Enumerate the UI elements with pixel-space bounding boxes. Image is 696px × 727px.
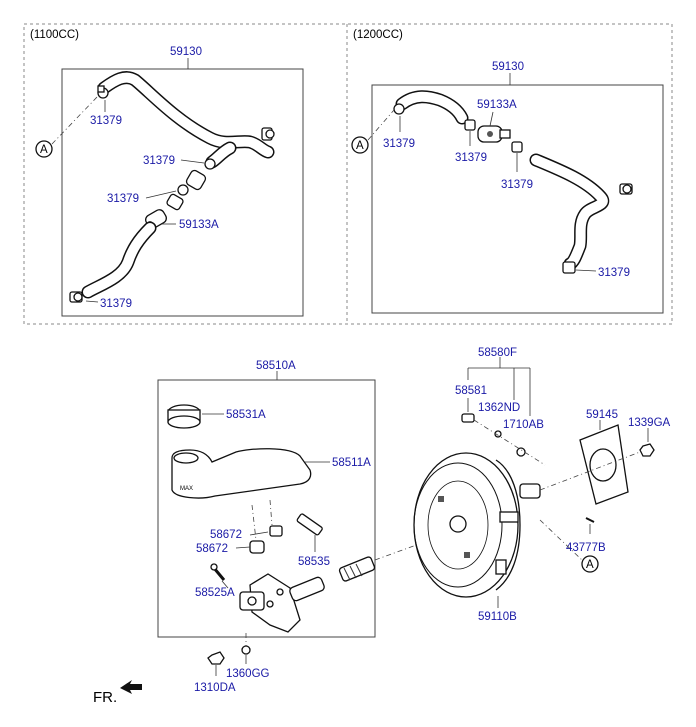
label-1310da[interactable]: 1310DA <box>194 682 236 694</box>
reservoir-58511a <box>171 448 312 499</box>
tl-label-31379-c[interactable]: 31379 <box>107 193 139 205</box>
label-58511a[interactable]: 58511A <box>332 457 371 469</box>
tr-ref-a: A <box>356 140 364 152</box>
tr-label-59133a[interactable]: 59133A <box>477 99 517 111</box>
tr-assembly-box <box>371 84 664 314</box>
tr-label-59130[interactable]: 59130 <box>492 61 524 73</box>
front-arrow-icon <box>120 680 142 694</box>
tl-label-31379-b[interactable]: 31379 <box>143 155 175 167</box>
tl-ref-a-circle <box>35 140 53 158</box>
nut-1310da <box>207 651 225 665</box>
tl-clamp-31379-b <box>204 158 216 170</box>
label-59145[interactable]: 59145 <box>586 409 618 421</box>
tl-clamp-31379-c <box>177 184 189 196</box>
label-58580f[interactable]: 58580F <box>478 347 517 359</box>
oring-1710ab <box>516 447 526 457</box>
section-label-1100cc: (1100CC) <box>30 29 79 41</box>
tr-ref-a-circle <box>351 136 369 154</box>
tl-label-31379-a[interactable]: 31379 <box>90 115 122 127</box>
tl-label-59133a[interactable]: 59133A <box>179 219 219 231</box>
label-58581[interactable]: 58581 <box>455 385 487 397</box>
label-58531a[interactable]: 58531A <box>226 409 266 421</box>
tl-label-59130[interactable]: 59130 <box>170 46 202 58</box>
master-cylinder-body <box>249 573 301 633</box>
tr-label-31379-c[interactable]: 31379 <box>501 179 533 191</box>
svg-text:MAX: MAX <box>180 486 193 492</box>
label-58525a[interactable]: 58525A <box>195 587 235 599</box>
pin-58535 <box>296 513 323 536</box>
label-59110b[interactable]: 59110B <box>478 611 517 623</box>
seal-rod <box>338 556 376 582</box>
tr-label-31379-a[interactable]: 31379 <box>383 138 415 150</box>
label-1360gg[interactable]: 1360GG <box>226 668 270 680</box>
tr-clamp-31379-d <box>562 261 576 274</box>
label-58510a[interactable]: 58510A <box>256 360 296 372</box>
grommet-58672-b <box>249 540 265 554</box>
label-1710ab[interactable]: 1710AB <box>503 419 544 431</box>
tr-label-31379-b[interactable]: 31379 <box>455 152 487 164</box>
clip-1362nd <box>494 430 502 438</box>
label-43777b[interactable]: 43777B <box>566 542 606 554</box>
top-outer-frame <box>23 23 673 325</box>
grommet-58672-a <box>269 525 283 537</box>
label-1362nd[interactable]: 1362ND <box>478 402 520 414</box>
tl-connector <box>185 169 207 191</box>
tr-clamp-31379-a <box>393 103 405 115</box>
nut-1339ga <box>639 443 655 457</box>
front-indicator-label: FR. <box>93 689 117 706</box>
bottom-ref-a: A <box>586 559 594 571</box>
washer-1360gg <box>241 645 251 655</box>
label-58535[interactable]: 58535 <box>298 556 330 568</box>
tr-label-31379-d[interactable]: 31379 <box>598 267 630 279</box>
bottom-ref-a-circle <box>581 555 599 573</box>
tr-clamp-31379-c <box>511 141 523 153</box>
label-58672-a[interactable]: 58672 <box>210 529 242 541</box>
label-1339ga[interactable]: 1339GA <box>628 417 671 429</box>
tl-label-31379-d[interactable]: 31379 <box>100 298 132 310</box>
master-cylinder-box <box>157 379 376 638</box>
tr-clamp-31379-b <box>464 119 476 131</box>
fitting-58581 <box>461 413 475 423</box>
section-label-1200cc: (1200CC) <box>353 29 403 41</box>
tl-ref-a: A <box>40 144 48 156</box>
tl-assembly-box <box>61 68 304 317</box>
label-58672-b[interactable]: 58672 <box>196 543 228 555</box>
